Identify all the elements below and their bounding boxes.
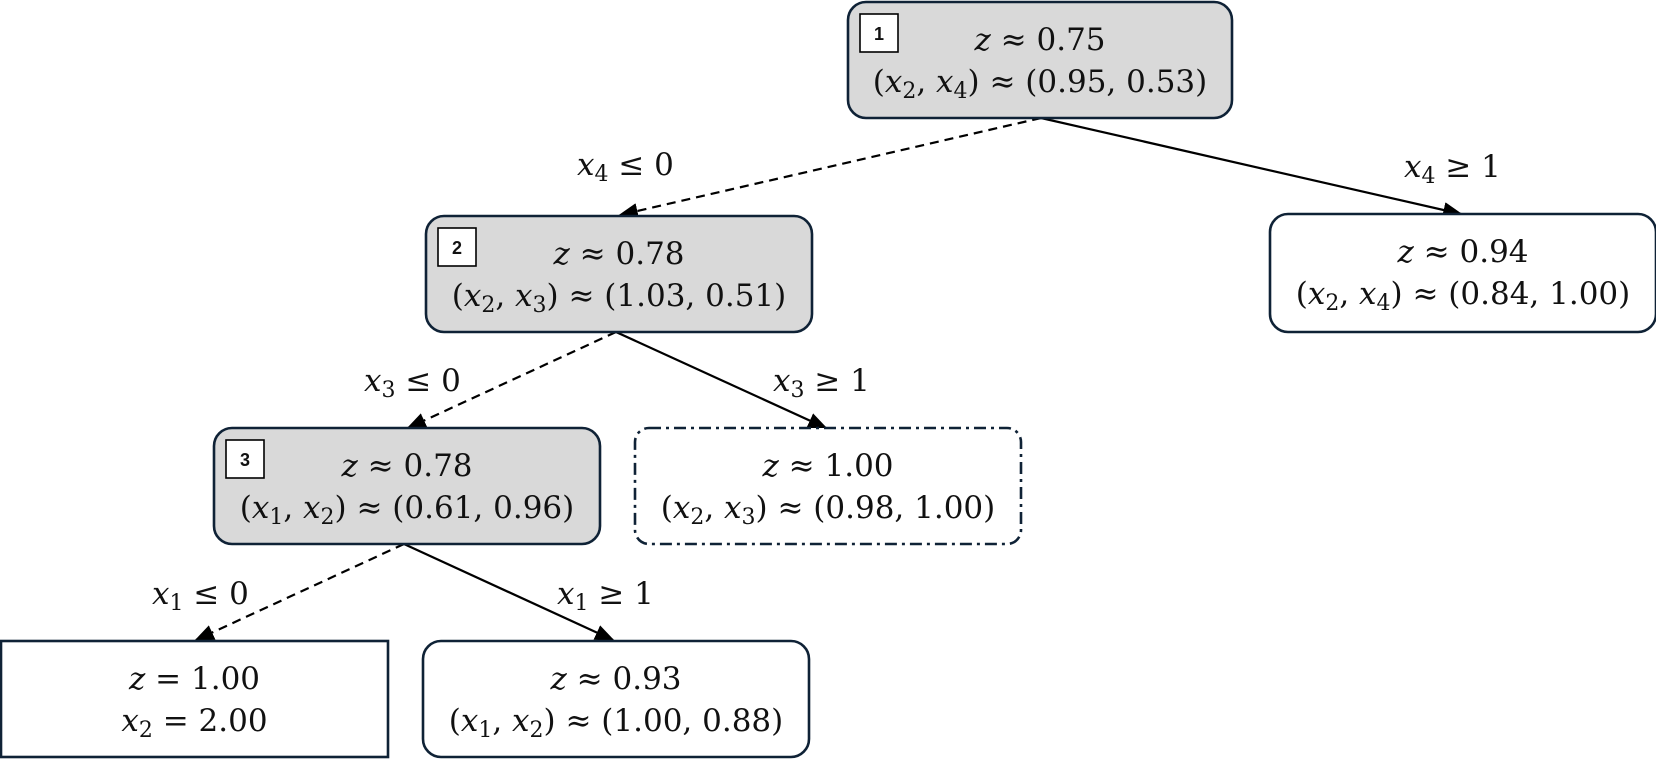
node-box-n7	[421, 639, 811, 759]
node-objective-n6: z = 1.00	[128, 661, 260, 697]
edge-n3-n7-solid	[403, 543, 615, 641]
node-solution-n4: (x2, x4) ≈ (0.84, 1.00)	[1296, 276, 1631, 316]
node-badge-label-n3: 3	[240, 450, 250, 470]
edge-n1-n4-solid	[1040, 116, 1463, 218]
edge-layer	[194, 116, 1463, 641]
node-badge-label-n1: 1	[874, 24, 884, 44]
node-objective-n5: z ≈ 1.00	[761, 448, 893, 484]
edge-label-n2-n3: x3 ≤ 0	[364, 363, 461, 403]
node-n3: 3 z ≈ 0.78 (x1, x2) ≈ (0.61, 0.96)	[212, 426, 602, 546]
node-objective-n2: z ≈ 0.78	[552, 236, 684, 272]
edge-label-n3-n7: x1 ≥ 1	[557, 576, 654, 616]
node-box-n1	[846, 0, 1234, 120]
node-badge-label-n2: 2	[452, 238, 462, 258]
node-n2: 2 z ≈ 0.78 (x2, x3) ≈ (1.03, 0.51)	[424, 214, 814, 334]
node-n6: z = 1.00 x2 = 2.00	[0, 639, 390, 759]
node-objective-n7: z ≈ 0.93	[549, 661, 681, 697]
node-solution-n2: (x2, x3) ≈ (1.03, 0.51)	[452, 278, 787, 318]
node-n5: z ≈ 1.00 (x2, x3) ≈ (0.98, 1.00)	[633, 426, 1023, 546]
edge-n2-n5-solid	[615, 330, 828, 430]
edge-label-n2-n5: x3 ≥ 1	[773, 363, 870, 403]
edge-n2-n3-dashed	[406, 331, 617, 429]
node-box-n3	[212, 426, 602, 546]
node-objective-n3: z ≈ 0.78	[340, 448, 472, 484]
node-solution-n6: x2 = 2.00	[121, 703, 267, 743]
node-badge-n3	[225, 439, 265, 479]
node-solution-n5: (x2, x3) ≈ (0.98, 1.00)	[661, 490, 996, 530]
node-objective-n1: z ≈ 0.75	[973, 22, 1105, 58]
node-n4: z ≈ 0.94 (x2, x4) ≈ (0.84, 1.00)	[1268, 212, 1656, 334]
node-solution-n1: (x2, x4) ≈ (0.95, 0.53)	[873, 64, 1208, 104]
node-box-n5	[633, 426, 1023, 546]
node-n7: z ≈ 0.93 (x1, x2) ≈ (1.00, 0.88)	[421, 639, 811, 759]
edge-label-n1-n2: x4 ≤ 0	[577, 147, 674, 187]
edge-n1-n2-dashed	[618, 116, 1042, 219]
edge-n3-n6-dashed	[194, 543, 405, 641]
edge-label-layer: x4 ≤ 0 x4 ≥ 1 x3 ≤ 0 x3 ≥ 1 x1 ≤ 0 x1 ≥ 1	[152, 147, 1501, 616]
node-n1: 1 z ≈ 0.75 (x2, x4) ≈ (0.95, 0.53)	[846, 0, 1234, 120]
edge-label-n1-n4: x4 ≥ 1	[1404, 149, 1501, 189]
node-badge-n1	[859, 13, 899, 53]
node-box-n2	[424, 214, 814, 334]
node-box-n6	[0, 639, 390, 759]
edge-label-n3-n6: x1 ≤ 0	[152, 576, 249, 616]
node-solution-n7: (x1, x2) ≈ (1.00, 0.88)	[449, 703, 784, 743]
node-box-n4	[1268, 212, 1656, 334]
node-badge-n2	[437, 227, 477, 267]
node-solution-n3: (x1, x2) ≈ (0.61, 0.96)	[240, 490, 575, 530]
node-objective-n4: z ≈ 0.94	[1396, 234, 1528, 270]
